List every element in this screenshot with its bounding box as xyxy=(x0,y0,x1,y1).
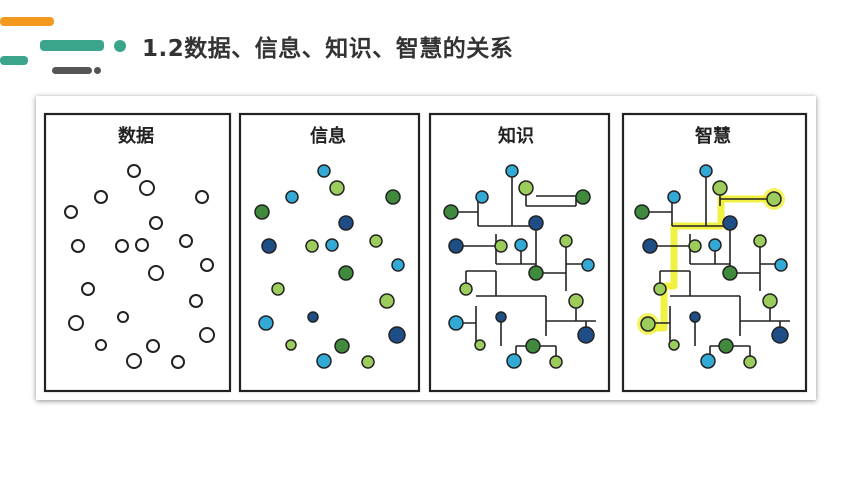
panel-frame-wisdom xyxy=(621,112,808,393)
panel-frame-information xyxy=(238,112,421,393)
panel-label-information: 信息 xyxy=(310,125,346,147)
orange-accent-bar xyxy=(0,17,54,26)
panel-frame-data xyxy=(43,112,232,393)
teal-accent-bar-long xyxy=(40,40,104,51)
connected-knowledge-network-icon xyxy=(443,164,596,369)
colored-information-dots-icon xyxy=(254,164,406,369)
panel-label-data: 数据 xyxy=(118,125,154,147)
panel-frame-knowledge xyxy=(428,112,611,393)
dikw-figure: 数据 信息 知识 智慧 xyxy=(36,96,816,400)
dikw-diagram: 数据 信息 知识 智慧 xyxy=(43,112,808,393)
teal-accent-bar-short xyxy=(0,56,28,65)
dark-accent-dot xyxy=(94,67,101,74)
panel-label-knowledge: 知识 xyxy=(498,125,534,147)
dark-accent-bar xyxy=(52,67,92,74)
slide-title: 1.2数据、信息、知识、智慧的关系 xyxy=(142,36,514,62)
teal-accent-dot xyxy=(114,40,126,52)
scattered-data-dots-icon xyxy=(64,164,215,369)
highlighted-wisdom-path-icon xyxy=(634,164,790,369)
panel-label-wisdom: 智慧 xyxy=(695,125,731,147)
